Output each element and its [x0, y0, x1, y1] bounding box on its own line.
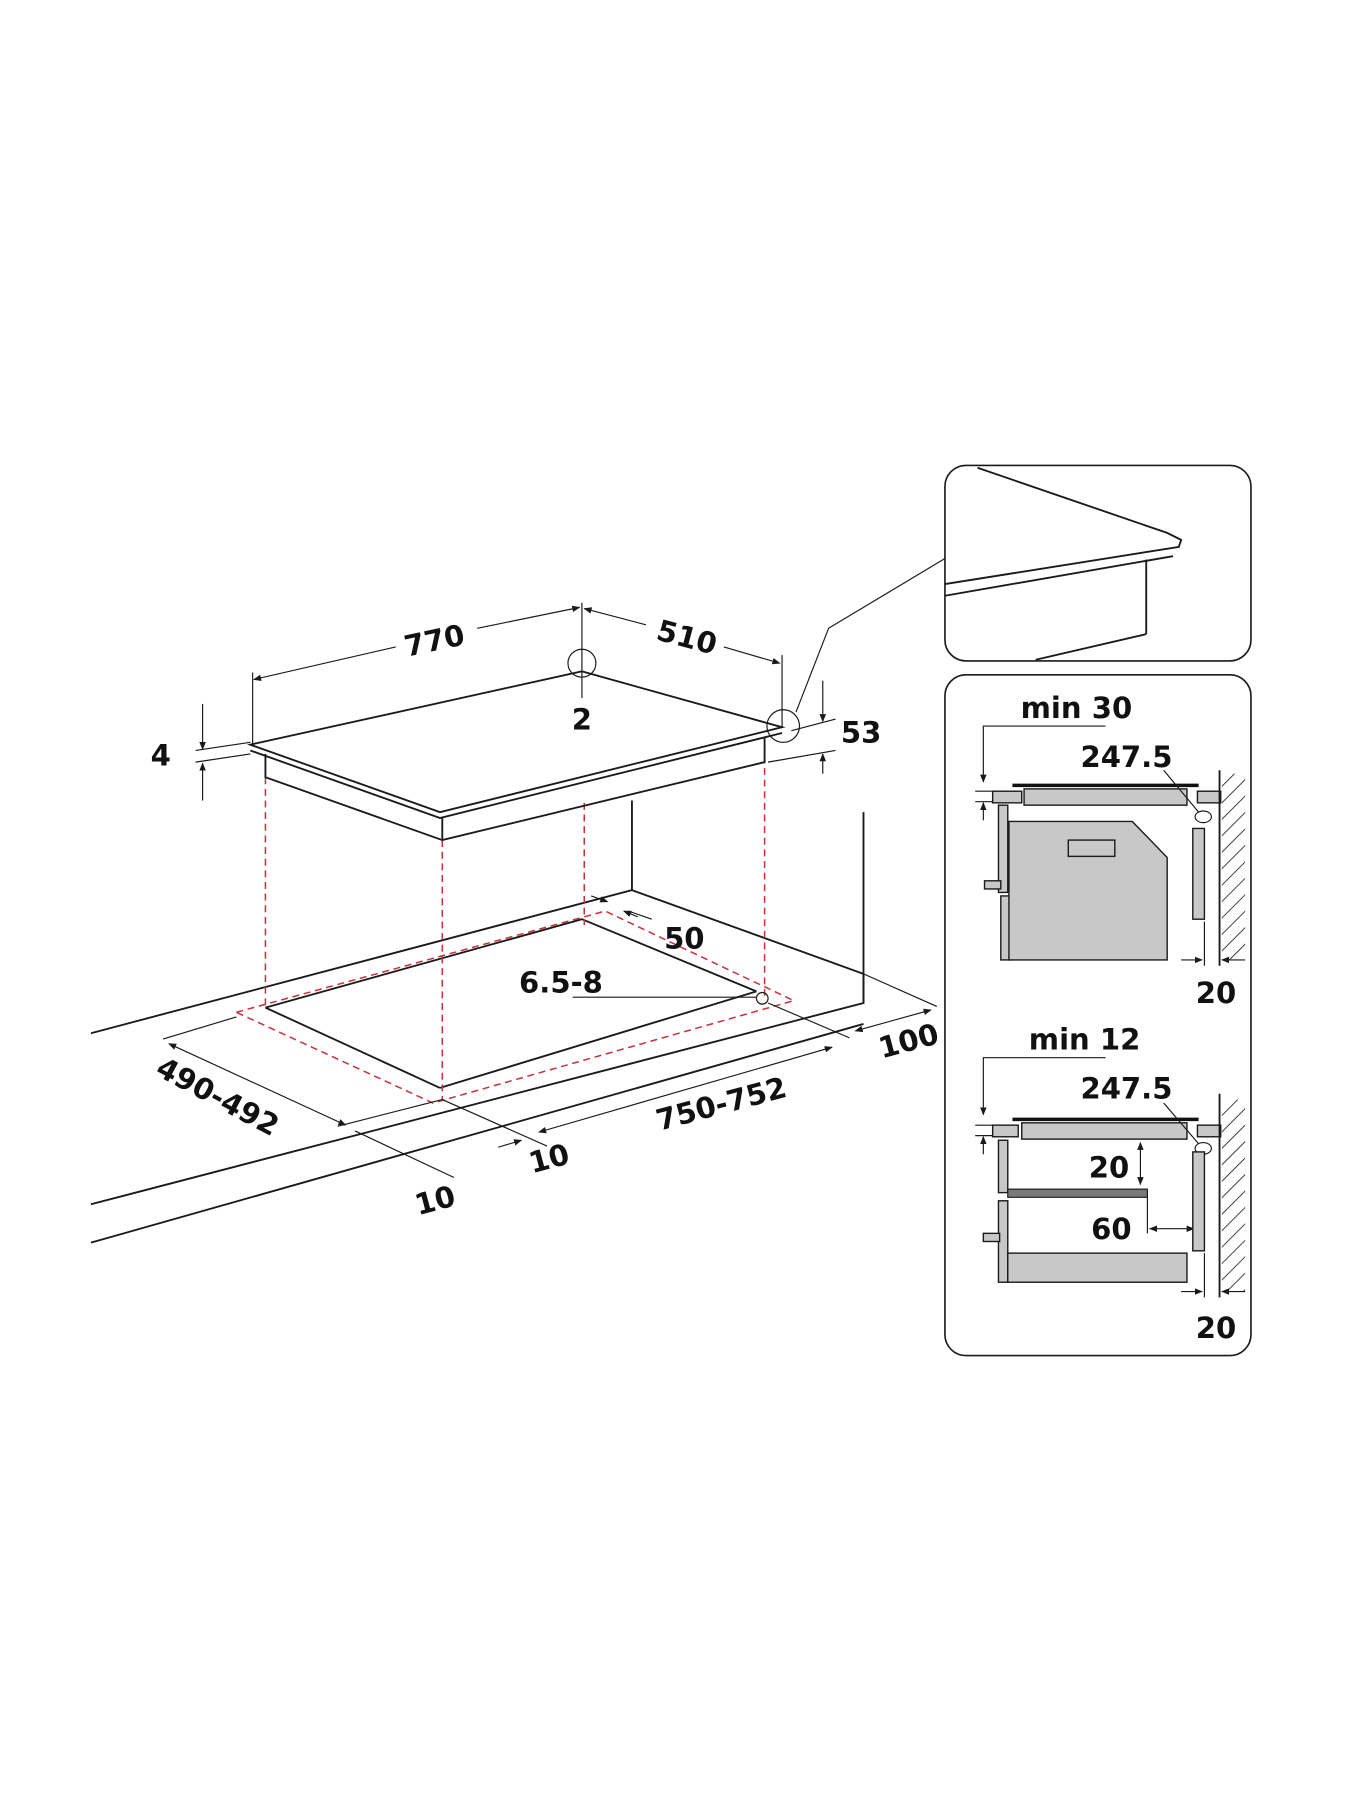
label-53: 53 — [841, 715, 881, 749]
label-4: 4 — [151, 739, 171, 773]
label-20-lower: 20 — [1196, 1311, 1236, 1345]
dimension-770: 770 — [252, 602, 583, 745]
dimension-490-492: 490-492 — [151, 1016, 347, 1143]
label-6-5-8: 6.5-8 — [519, 966, 603, 1000]
install-over-drawer: min 12 247.5 20 60 20 — [975, 1023, 1246, 1345]
label-50: 50 — [664, 921, 704, 955]
dimension-100: 100 — [767, 973, 942, 1066]
dimension-50: 50 — [591, 895, 705, 955]
label-247-5-lower: 247.5 — [1080, 1071, 1172, 1105]
dimension-10-offsets: 10 10 — [337, 1098, 573, 1222]
detail-circle-radius: 2 — [567, 648, 597, 737]
label-10-left: 10 — [411, 1179, 459, 1222]
label-min-12: min 12 — [1029, 1023, 1141, 1057]
dimension-750-752: 750-752 — [538, 1046, 833, 1138]
dimension-4: 4 — [151, 703, 251, 801]
label-10-right: 10 — [525, 1137, 573, 1180]
label-2: 2 — [572, 703, 592, 737]
label-100: 100 — [875, 1017, 942, 1066]
label-60: 60 — [1091, 1212, 1131, 1246]
label-min-30: min 30 — [1021, 691, 1133, 725]
countertop — [90, 800, 865, 1244]
oven — [1008, 820, 1168, 961]
label-247-5-upper: 247.5 — [1080, 740, 1172, 774]
dimension-510: 510 — [583, 607, 783, 728]
label-770: 770 — [401, 618, 467, 664]
edge-detail-panel — [944, 464, 1252, 662]
dimension-hole: 6.5-8 — [519, 966, 769, 1005]
label-510: 510 — [653, 613, 720, 662]
label-750-752: 750-752 — [652, 1070, 790, 1137]
hob — [246, 670, 786, 842]
detail-circle-corner — [766, 558, 946, 743]
shelf — [1007, 1188, 1148, 1198]
label-490-492: 490-492 — [151, 1050, 285, 1143]
label-20-shelf: 20 — [1089, 1151, 1129, 1185]
dimension-53: 53 — [767, 680, 881, 774]
label-20-upper: 20 — [1196, 976, 1236, 1010]
drawer — [1007, 1252, 1188, 1283]
install-over-oven: min 30 247.5 20 — [975, 691, 1246, 1010]
cutout-outline-dashed — [234, 756, 796, 1104]
